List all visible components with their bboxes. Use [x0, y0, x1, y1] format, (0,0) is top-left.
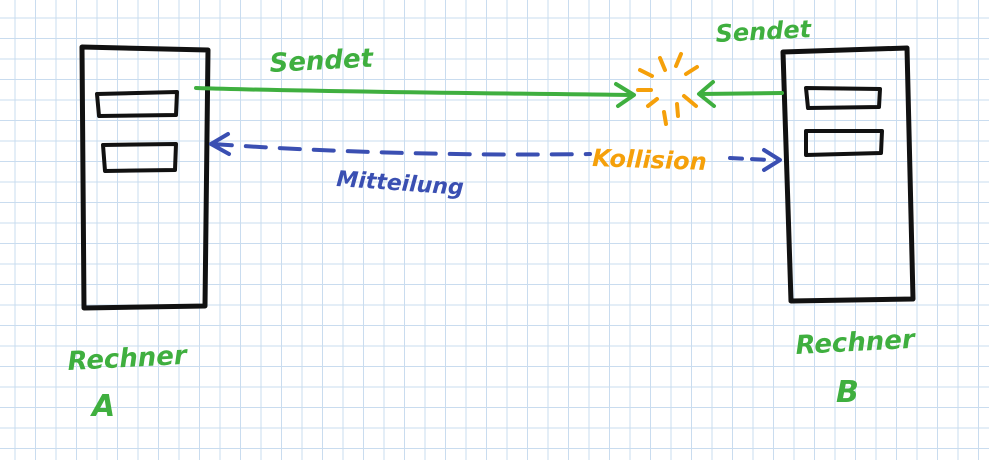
collision-burst [636, 52, 699, 126]
computer-b-drive-1 [804, 86, 882, 110]
computer-a-case [79, 44, 211, 311]
computer-b-label-line1: Rechner [795, 325, 918, 361]
send-arrow-a [194, 82, 636, 108]
computer-a-label-line1: Rechner [67, 341, 190, 377]
computer-a-drive-2 [101, 142, 178, 173]
computer-b-case [780, 45, 916, 304]
computer-b-label-line2: B [836, 375, 859, 410]
message-arrow [209, 132, 782, 172]
computer-b [780, 45, 916, 304]
computer-a-label-line2: A [90, 389, 115, 424]
collision-label: Kollision [592, 144, 707, 176]
send-arrow-b [697, 80, 784, 108]
send-label-a: Sendet [269, 44, 376, 79]
send-label-b: Sendet [715, 15, 813, 48]
computer-b-drive-2 [804, 129, 884, 157]
message-label: Mitteilung [336, 167, 465, 201]
computer-a-drive-1 [95, 90, 179, 118]
computer-a [79, 44, 211, 311]
